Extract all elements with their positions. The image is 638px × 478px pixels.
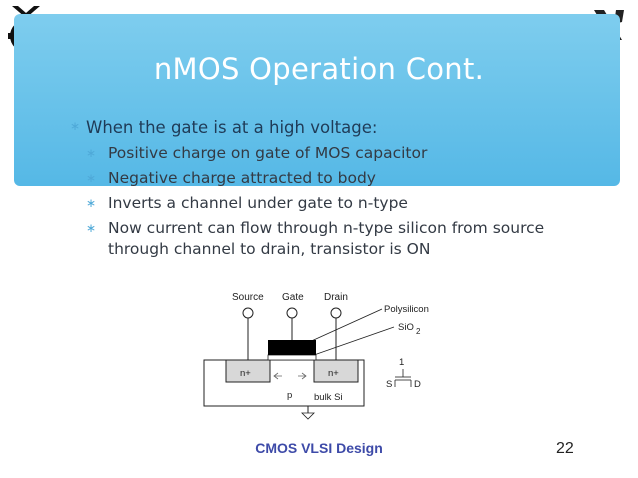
sub-bullet: ∗ Inverts a channel under gate to n-type bbox=[70, 193, 610, 214]
p-region-label: p bbox=[287, 390, 292, 401]
sio2-label: SiO bbox=[398, 322, 414, 333]
ground-icon bbox=[301, 412, 315, 420]
sub-bullet: ∗ Positive charge on gate of MOS capacit… bbox=[70, 143, 610, 164]
symbol-source-label: S bbox=[386, 379, 392, 390]
sub-bullet-text: Inverts a channel under gate to n-type bbox=[108, 194, 408, 212]
source-label: Source bbox=[232, 292, 264, 303]
main-bullet-text: When the gate is at a high voltage: bbox=[86, 118, 378, 137]
sub-bullet-text: Positive charge on gate of MOS capacitor bbox=[108, 144, 428, 162]
bullet-list: ∗ When the gate is at a high voltage: ∗ … bbox=[70, 118, 610, 264]
main-bullet: ∗ When the gate is at a high voltage: bbox=[70, 118, 610, 137]
bulk-si-label: bulk Si bbox=[314, 392, 343, 403]
sub-bullet: ∗ Now current can flow through n-type si… bbox=[70, 218, 548, 260]
gate-oxide bbox=[267, 354, 317, 361]
source-terminal bbox=[242, 307, 254, 319]
nmos-cross-section-diagram: Source Gate Drain Polysilicon SiO 2 n+ n… bbox=[196, 285, 456, 420]
polysilicon-gate bbox=[268, 340, 316, 355]
gate-terminal bbox=[286, 307, 298, 319]
bullet-mark-icon: ∗ bbox=[70, 119, 81, 133]
symbol-drain-label: D bbox=[414, 379, 421, 390]
n-plus-drain-region bbox=[313, 359, 359, 383]
bullet-mark-icon: ∗ bbox=[86, 196, 97, 210]
symbol-gate-value: 1 bbox=[399, 357, 404, 368]
sub-bullet-text: Negative charge attracted to body bbox=[108, 169, 376, 187]
sio2-subscript: 2 bbox=[416, 327, 421, 336]
drain-terminal bbox=[330, 307, 342, 319]
sub-bullet-text: Now current can flow through n-type sili… bbox=[108, 219, 545, 258]
n-plus-left-label: n+ bbox=[240, 368, 251, 379]
footer-course-title: CMOS VLSI Design bbox=[255, 440, 383, 456]
n-plus-right-label: n+ bbox=[328, 368, 339, 379]
bullet-mark-icon: ∗ bbox=[86, 171, 97, 185]
title-banner bbox=[14, 14, 620, 186]
bullet-mark-icon: ∗ bbox=[86, 146, 97, 160]
polysilicon-label: Polysilicon bbox=[384, 304, 429, 315]
sub-bullet: ∗ Negative charge attracted to body bbox=[70, 168, 610, 189]
gate-label: Gate bbox=[282, 292, 304, 303]
n-plus-source-region bbox=[225, 359, 271, 383]
slide-title: nMOS Operation Cont. bbox=[153, 52, 485, 86]
page-number: 22 bbox=[556, 440, 574, 457]
bullet-mark-icon: ∗ bbox=[86, 221, 97, 235]
drain-label: Drain bbox=[324, 292, 348, 303]
